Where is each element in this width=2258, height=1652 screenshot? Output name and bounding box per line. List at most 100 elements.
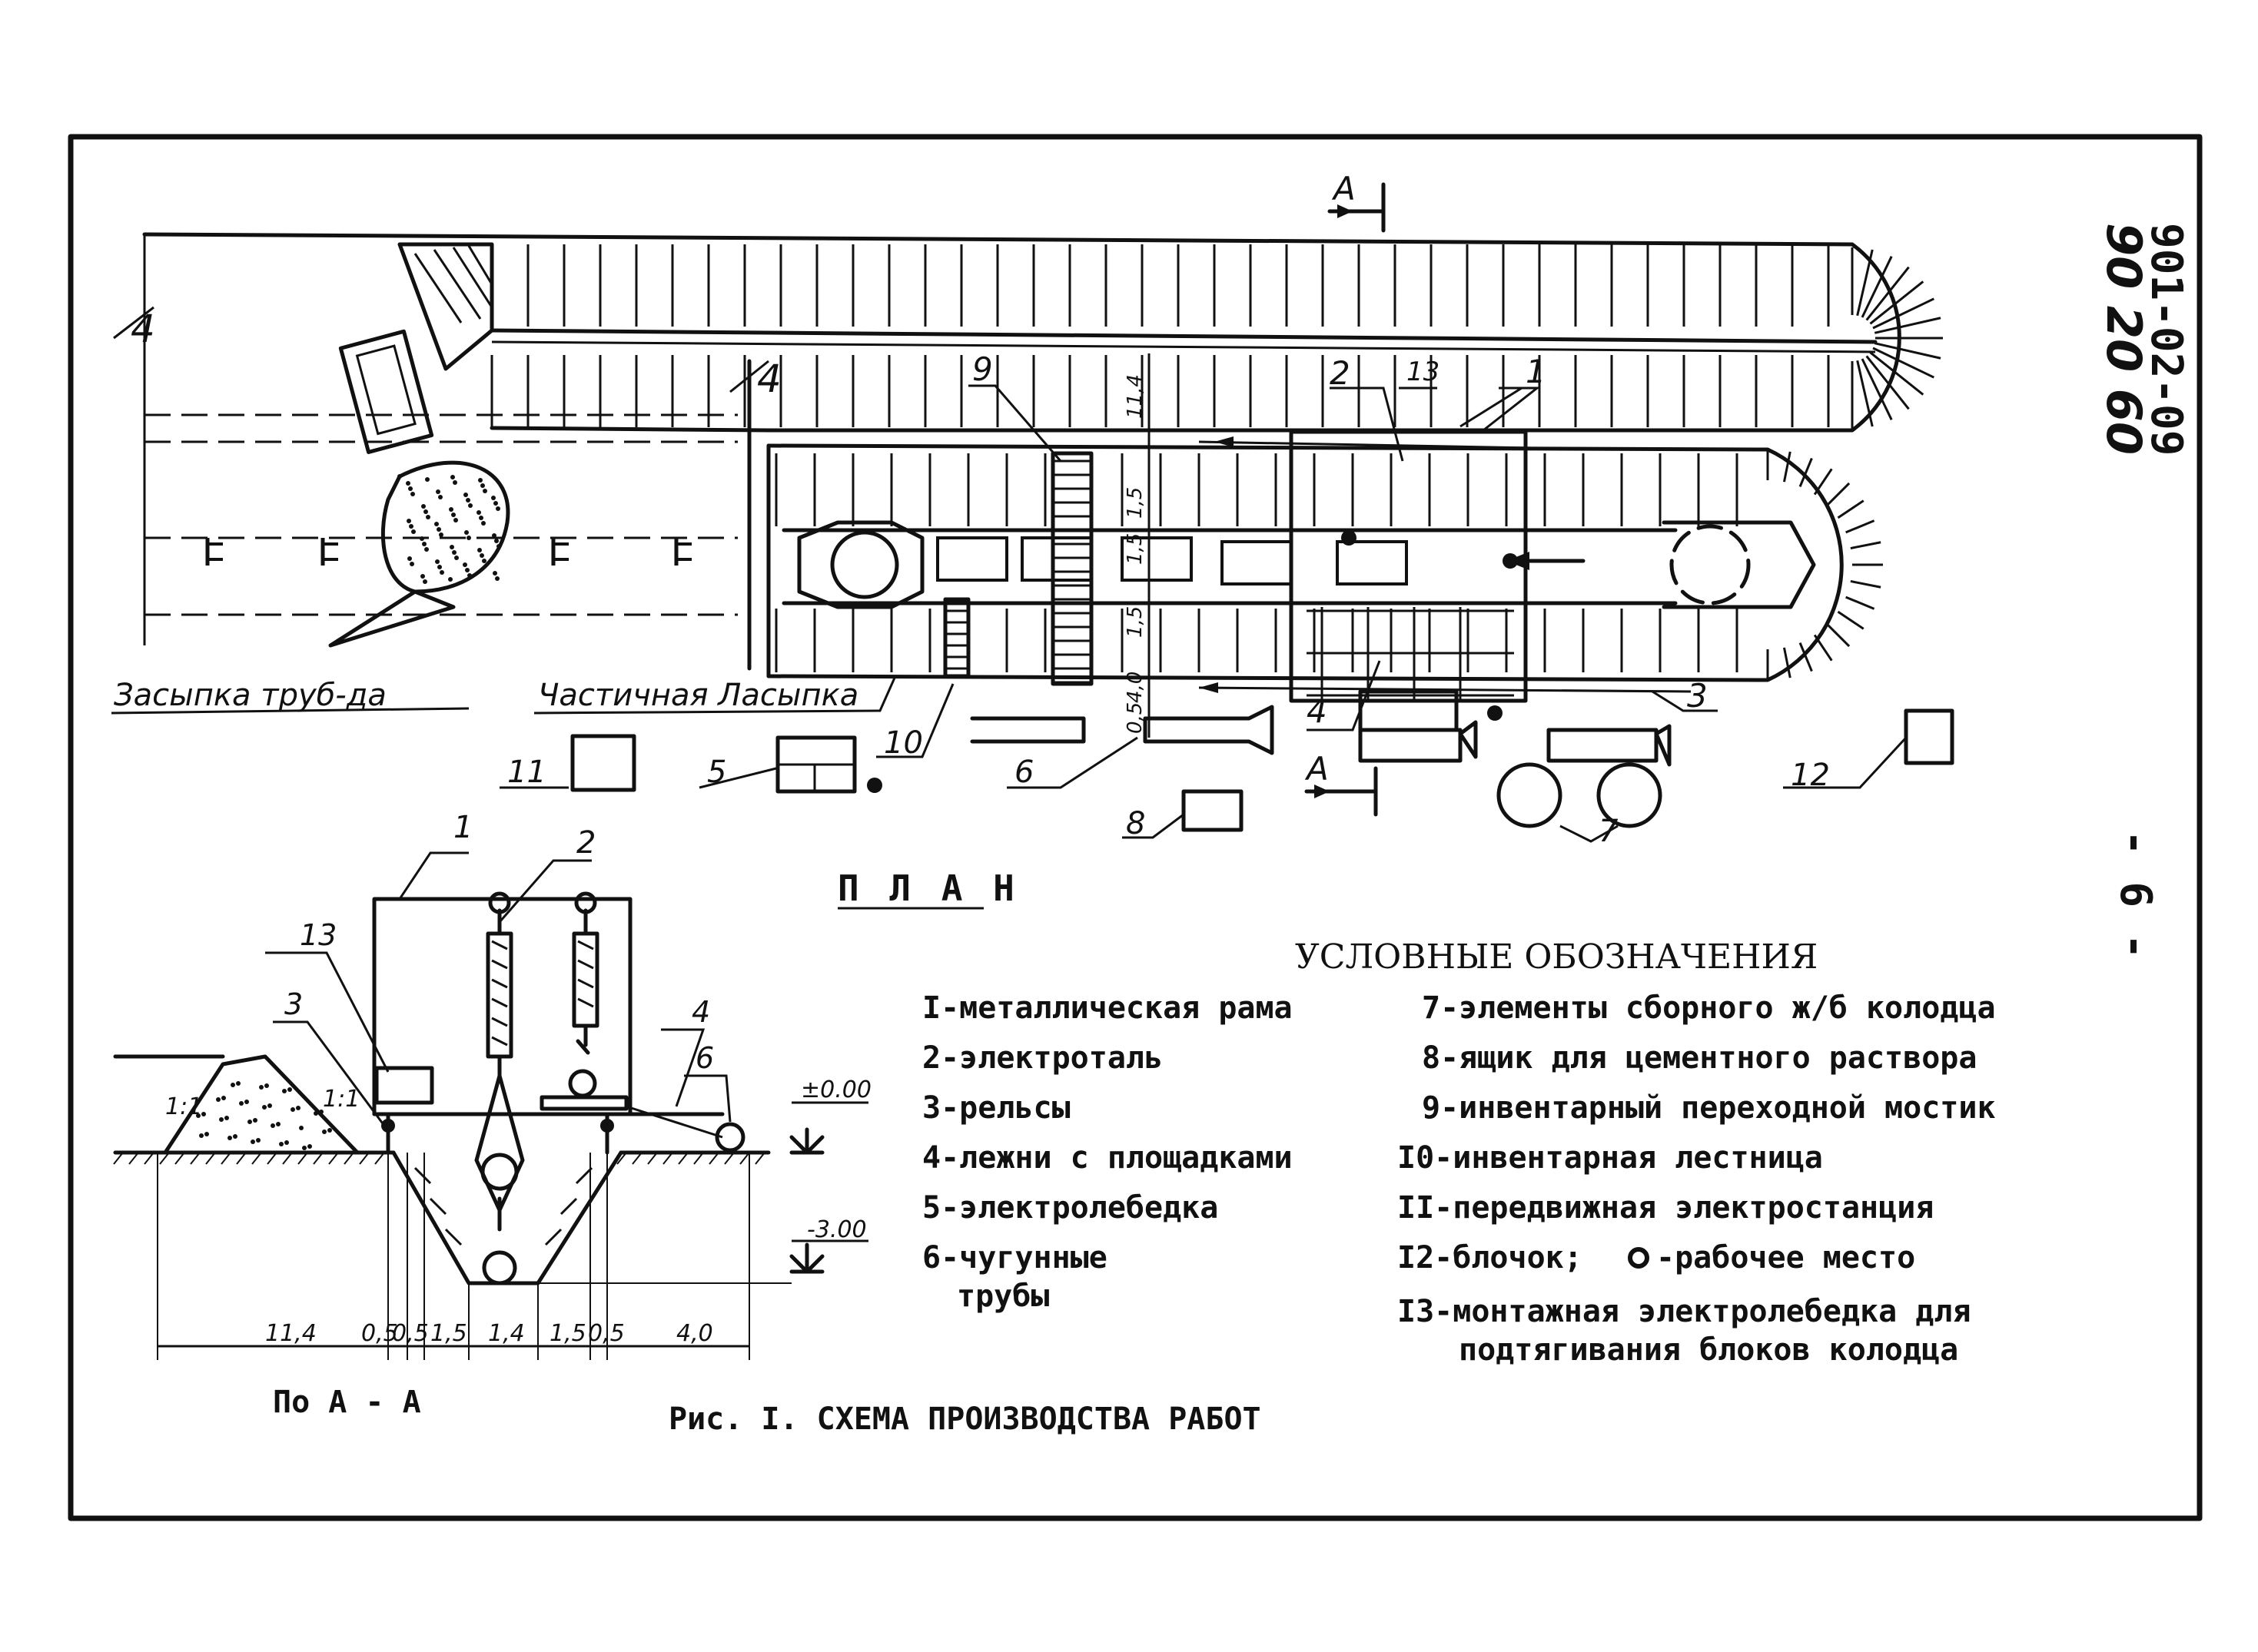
well-left <box>830 530 899 599</box>
svg-text:-рабочее место: -рабочее место <box>1656 1240 1915 1275</box>
mortar-box-8 <box>1181 789 1244 832</box>
svg-text:4,0: 4,0 <box>1124 672 1147 703</box>
svg-text:5-электролебедка: 5-электролебедка <box>922 1190 1218 1226</box>
svg-text:II-передвижная электростанция: II-передвижная электростанция <box>1397 1190 1934 1226</box>
svg-text:1,5: 1,5 <box>550 1320 586 1347</box>
sled-4 <box>540 1095 629 1111</box>
svg-text:I-металлическая рама: I-металлическая рама <box>922 990 1293 1026</box>
svg-text:3-рельсы: 3-рельсы <box>922 1090 1071 1126</box>
svg-text:1: 1 <box>1526 353 1546 390</box>
plan-dimensions: 11,4 1,5 1,5 1,5 4,0 0,5 <box>1124 353 1151 738</box>
svg-text:±0.00: ±0.00 <box>801 1076 872 1103</box>
sheet-code-line2: 90 20 60 <box>2096 223 2152 455</box>
svg-text:2: 2 <box>576 825 596 861</box>
svg-text:4-лежни с площадками: 4-лежни с площадками <box>922 1140 1293 1176</box>
svg-text:8: 8 <box>1126 806 1145 841</box>
page-number: - 6 - <box>2110 830 2160 960</box>
svg-text:0,5: 0,5 <box>588 1320 625 1347</box>
svg-text:1: 1 <box>453 810 473 845</box>
svg-text:1,5: 1,5 <box>1124 533 1147 565</box>
sheet-code-line1: 901-02-09 <box>2141 223 2191 456</box>
ladder-10 <box>943 597 971 678</box>
svg-text:0,5: 0,5 <box>392 1320 429 1347</box>
svg-text:6-чугунные: 6-чугунные <box>922 1240 1107 1275</box>
ground-hatch <box>113 1152 765 1165</box>
svg-text:0,5: 0,5 <box>1124 702 1147 734</box>
bridge-rungs <box>1053 459 1091 684</box>
backfill-soil-dots <box>397 474 501 584</box>
figure-caption: Рис. I. СХЕМА ПРОИЗВОДСТВА РАБОТ <box>669 1402 1261 1437</box>
svg-text:подтягивания блоков колодца: подтягивания блоков колодца <box>1459 1332 1958 1368</box>
svg-text:I2-блочок;: I2-блочок; <box>1397 1240 1582 1275</box>
svg-text:3: 3 <box>284 987 303 1021</box>
excavator <box>328 329 510 648</box>
label-backfill: Засыпка труб-да <box>114 678 387 713</box>
winch-13 <box>374 1066 434 1105</box>
svg-text:А: А <box>1304 750 1329 788</box>
section-view: 1:1 1:1 <box>113 810 872 1420</box>
spoil-heap-dots <box>196 1081 332 1150</box>
svg-text:7-элементы сборного ж/б колодц: 7-элементы сборного ж/б колодца <box>1422 990 1996 1026</box>
svg-text:1,5: 1,5 <box>1124 487 1147 519</box>
plan-title: П Л А Н <box>838 867 1019 909</box>
power-station-11 <box>570 734 636 792</box>
well-ring-7b <box>1596 762 1662 828</box>
legend: УСЛОВНЫЕ ОБОЗНАЧЕНИЯ I-металлическая рам… <box>922 937 1996 1368</box>
svg-text:4: 4 <box>692 995 710 1029</box>
lower-trench <box>144 430 1883 793</box>
pulley-6 <box>715 1122 745 1153</box>
hoist-right <box>572 891 599 1055</box>
svg-text:- 6 -: - 6 - <box>2110 830 2160 960</box>
legend-title: УСЛОВНЫЕ ОБОЗНАЧЕНИЯ <box>1295 937 1818 977</box>
plan-callouts: 2 13 1 9 3 4 11 5 10 6 8 7 12 <box>500 350 1908 849</box>
label-partial-backfill: Частичная Ласыпка <box>538 678 858 713</box>
section-mark-top: А <box>1327 170 1386 233</box>
svg-text:13: 13 <box>1406 357 1439 387</box>
svg-text:10: 10 <box>884 725 923 761</box>
svg-text:9-инвентарный переходной мости: 9-инвентарный переходной мостик <box>1422 1090 1996 1126</box>
lower-trench-fan <box>1766 449 1883 680</box>
upper-trench-fan <box>1851 247 1943 429</box>
svg-text:2-электроталь: 2-электроталь <box>922 1040 1163 1076</box>
pulley-12 <box>1904 708 1954 765</box>
legend-right: 7-элементы сборного ж/б колодца 8-ящик д… <box>1397 990 1996 1368</box>
svg-text:I3-монтажная электролебедка дл: I3-монтажная электролебедка для <box>1397 1294 1971 1329</box>
svg-text:2: 2 <box>1330 354 1350 392</box>
bridge-9 <box>1051 451 1094 686</box>
svg-text:13: 13 <box>300 918 337 952</box>
svg-text:-3.00: -3.00 <box>807 1216 867 1243</box>
elevation-top: ±0.00 <box>789 1076 872 1155</box>
well-right <box>1669 524 1751 605</box>
svg-text:11,4: 11,4 <box>265 1320 317 1347</box>
svg-text:I0-инвентарная лестница: I0-инвентарная лестница <box>1397 1140 1823 1176</box>
plan-view: А А 4 4 11,4 1,5 1,5 1,5 4,0 0,5 <box>111 170 1954 910</box>
upper-trench <box>142 232 1943 443</box>
svg-text:А: А <box>1331 170 1356 207</box>
pipes-in-trench <box>205 536 1408 585</box>
svg-text:6: 6 <box>1014 755 1034 790</box>
svg-text:6: 6 <box>696 1041 714 1075</box>
svg-text:4,0: 4,0 <box>676 1320 713 1347</box>
zone-marks: 4 4 <box>113 234 782 671</box>
svg-text:3: 3 <box>1687 677 1708 715</box>
svg-text:4: 4 <box>1307 692 1327 730</box>
svg-text:трубы: трубы <box>957 1279 1049 1314</box>
svg-text:8-ящик для цементного раствора: 8-ящик для цементного раствора <box>1422 1040 1977 1076</box>
legend-left: I-металлическая рама 2-электроталь 3-рел… <box>922 990 1293 1314</box>
svg-text:11: 11 <box>507 755 546 790</box>
svg-text:1:1: 1:1 <box>165 1093 202 1120</box>
sheet-frame <box>68 134 2203 1521</box>
hoist-left <box>474 891 525 1285</box>
elevation-bottom: -3.00 <box>538 1216 868 1284</box>
svg-text:4: 4 <box>757 357 782 401</box>
well-ring-7a <box>1496 762 1562 828</box>
svg-text:4: 4 <box>131 307 155 351</box>
pipe-stack <box>1358 728 1463 763</box>
metal-frame <box>1289 430 1528 703</box>
svg-text:1,5: 1,5 <box>430 1320 467 1347</box>
section-mark-bottom: А <box>1304 750 1378 817</box>
svg-text:1,5: 1,5 <box>1124 606 1147 638</box>
svg-text:1:1: 1:1 <box>323 1086 360 1113</box>
svg-text:0,5: 0,5 <box>361 1320 398 1347</box>
